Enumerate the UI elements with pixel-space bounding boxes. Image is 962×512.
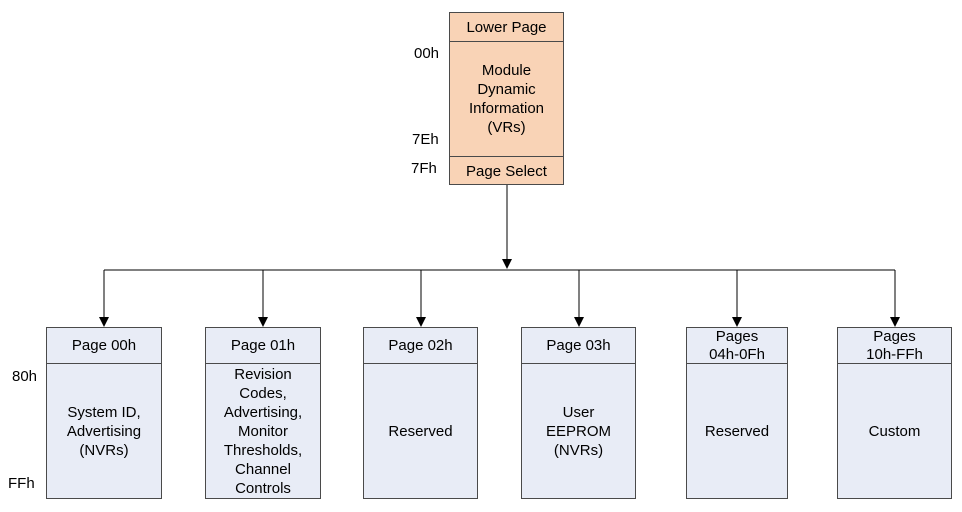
page-select-cell: Page Select <box>450 156 563 185</box>
page-header: Page 02h <box>364 328 477 364</box>
address-7fh: 7Fh <box>411 160 437 177</box>
page-body: System ID, Advertising (NVRs) <box>66 404 142 459</box>
page-00h-block: Page 00h System ID, Advertising (NVRs) <box>46 327 162 499</box>
page-header: Pages 04h-0Fh <box>687 328 787 364</box>
page-body: Reserved <box>704 423 770 440</box>
address-7eh: 7Eh <box>412 131 439 148</box>
pages-04h-0fh-block: Pages 04h-0Fh Reserved <box>686 327 788 499</box>
pages-10h-ffh-block: Pages 10h-FFh Custom <box>837 327 952 499</box>
page-body: User EEPROM (NVRs) <box>545 404 611 459</box>
address-80h: 80h <box>12 368 38 385</box>
address-ffh: FFh <box>8 475 35 492</box>
page-header: Pages 10h-FFh <box>838 328 951 364</box>
page-body: Reserved <box>388 423 453 440</box>
page-header: Page 03h <box>522 328 635 364</box>
page-header: Page 01h <box>206 328 320 364</box>
lower-page-header: Lower Page <box>450 13 563 42</box>
page-02h-block: Page 02h Reserved <box>363 327 478 499</box>
page-01h-block: Page 01h Revision Codes, Advertising, Mo… <box>205 327 321 499</box>
lower-page-block: Lower Page Module Dynamic Information (V… <box>449 12 564 185</box>
page-body: Revision Codes, Advertising, Monitor Thr… <box>223 366 303 497</box>
page-03h-block: Page 03h User EEPROM (NVRs) <box>521 327 636 499</box>
page-header: Page 00h <box>47 328 161 364</box>
address-00h: 00h <box>414 45 440 62</box>
lower-page-body: Module Dynamic Information (VRs) <box>468 62 545 136</box>
page-body: Custom <box>868 423 921 440</box>
